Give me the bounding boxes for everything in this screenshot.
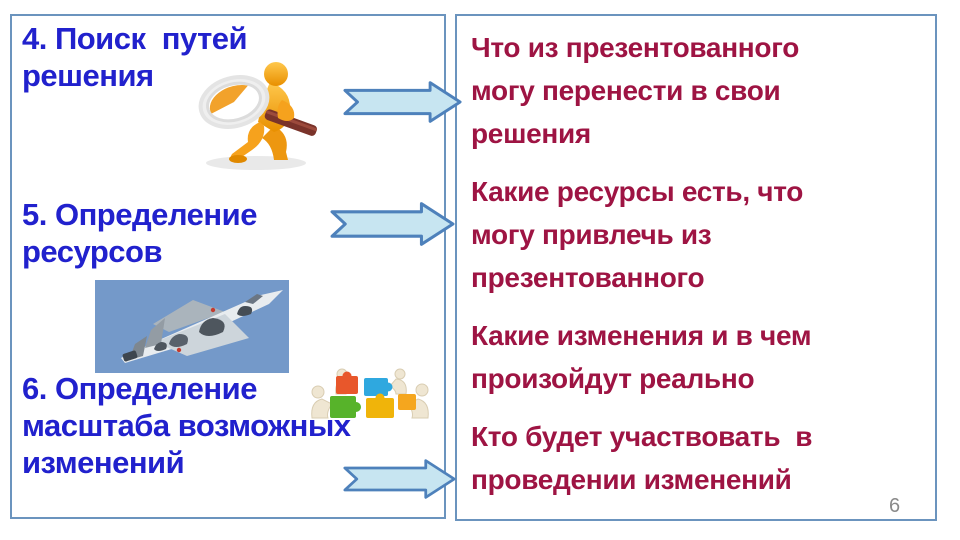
question-1: Что из презентованного могу перенести в … xyxy=(471,32,800,149)
teamwork-puzzle-image xyxy=(311,368,429,419)
notched-right-arrow-icon xyxy=(330,202,455,246)
step-item-4: 4. Поиск путей решения xyxy=(22,21,248,93)
step-item-5: 5. Определение ресурсов xyxy=(22,197,257,269)
right-panel: Что из презентованного могу перенести в … xyxy=(455,14,937,521)
fighter-jet-image xyxy=(95,280,289,373)
question-2: Какие ресурсы есть, что могу привлечь из… xyxy=(471,176,804,293)
step-item-6: 6. Определение масштаба возможных измене… xyxy=(22,371,351,480)
question-4: Кто будет участвовать в проведении измен… xyxy=(471,421,813,495)
page-number: 6 xyxy=(889,495,901,517)
notched-right-arrow-icon xyxy=(343,459,456,499)
question-3: Какие изменения и в чем произойдут реаль… xyxy=(471,320,812,394)
notched-right-arrow-icon xyxy=(343,81,462,123)
magnifier-figure-image xyxy=(198,62,318,170)
